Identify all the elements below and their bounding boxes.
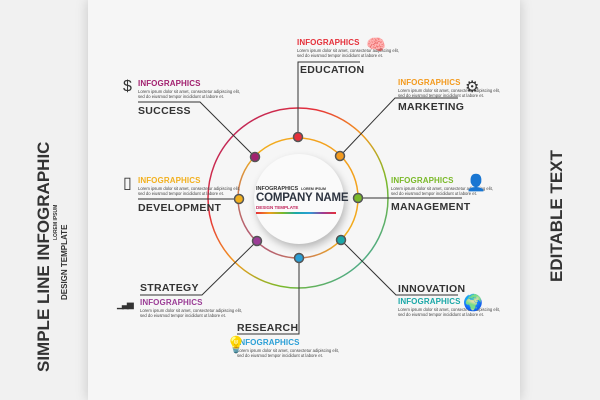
node-development <box>233 193 245 205</box>
node-marketing <box>334 150 346 162</box>
bar-chart-icon: ▁▃▅ <box>117 299 134 309</box>
text-block-education: INFOGRAPHICS Lorem ipsum dolor sit amet,… <box>297 38 427 58</box>
text-block-success: INFOGRAPHICS Lorem ipsum dolor sit amet,… <box>138 79 268 99</box>
heading-development: INFOGRAPHICS <box>138 176 201 185</box>
node-education <box>292 131 304 143</box>
side-subtitle: DESIGN TEMPLATE <box>60 224 69 300</box>
center-top-text: INFOGRAPHICS <box>256 186 299 192</box>
node-innovation <box>335 234 347 246</box>
center-circle <box>254 154 344 244</box>
phone-icon: ▯ <box>123 175 132 192</box>
heading-marketing: INFOGRAPHICS <box>398 78 461 87</box>
text-block-research: INFOGRAPHICS Lorem ipsum dolor sit amet,… <box>237 338 367 358</box>
side-lorem: LOREM IPSUM <box>53 204 59 240</box>
connector-marketing <box>339 97 458 157</box>
node-strategy <box>251 235 263 247</box>
gears-icon: ⚙ <box>465 79 480 96</box>
label-research: RESEARCH <box>237 322 299 334</box>
text-block-management: INFOGRAPHICS Lorem ipsum dolor sit amet,… <box>391 176 521 196</box>
text-block-development: INFOGRAPHICS Lorem ipsum dolor sit amet,… <box>138 176 268 196</box>
design-template: DESIGN TEMPLATE <box>256 205 299 210</box>
lorem-development: Lorem ipsum dolor sit amet, consectetur … <box>138 186 240 196</box>
label-development: DEVELOPMENT <box>138 202 222 214</box>
heading-research: INFOGRAPHICS <box>237 338 300 347</box>
heading-management: INFOGRAPHICS <box>391 176 454 185</box>
lorem-research: Lorem ipsum dolor sit amet, consectetur … <box>237 348 339 358</box>
editable-text: EDITABLE TEXT <box>547 150 566 282</box>
heading-education: INFOGRAPHICS <box>297 38 360 47</box>
text-block-marketing: INFOGRAPHICS Lorem ipsum dolor sit amet,… <box>398 78 528 98</box>
connector-research <box>237 258 300 335</box>
lorem-marketing: Lorem ipsum dolor sit amet, consectetur … <box>398 88 500 98</box>
label-success: SUCCESS <box>138 105 191 117</box>
lorem-strategy: Lorem ipsum dolor sit amet, consectetur … <box>140 308 242 318</box>
lorem-management: Lorem ipsum dolor sit amet, consectetur … <box>391 186 493 196</box>
person-icon: 👤 <box>466 175 486 192</box>
lorem-education: Lorem ipsum dolor sit amet, consectetur … <box>297 48 399 58</box>
brain-icon: 🧠 <box>366 37 386 54</box>
lorem-innovation: Lorem ipsum dolor sit amet, consectetur … <box>398 307 500 317</box>
text-block-innovation: INFOGRAPHICS Lorem ipsum dolor sit amet,… <box>398 297 528 317</box>
label-education: EDUCATION <box>300 64 365 76</box>
center-top-small: LOREM IPSUM <box>301 187 326 191</box>
node-management <box>352 192 364 204</box>
heading-success: INFOGRAPHICS <box>138 79 201 88</box>
heading-innovation: INFOGRAPHICS <box>398 297 461 306</box>
label-marketing: MARKETING <box>398 101 465 113</box>
lightbulb-icon: 💡 <box>226 337 246 354</box>
lorem-success: Lorem ipsum dolor sit amet, consectetur … <box>138 89 240 99</box>
company-name: COMPANY NAME <box>256 192 349 204</box>
label-management: MANAGEMENT <box>391 201 471 213</box>
text-block-strategy: INFOGRAPHICS Lorem ipsum dolor sit amet,… <box>140 298 270 318</box>
globe-icon: 🌍 <box>463 295 483 312</box>
connector-success <box>138 101 256 158</box>
node-success <box>249 151 261 163</box>
connector-innovation <box>340 239 458 296</box>
connector-strategy <box>140 240 258 296</box>
node-research <box>293 252 305 264</box>
heading-strategy: INFOGRAPHICS <box>140 298 203 307</box>
side-title: SIMPLE LINE INFOGRAPHIC <box>34 141 53 372</box>
label-innovation: INNOVATION <box>398 283 466 295</box>
connector-education <box>297 61 360 137</box>
label-strategy: STRATEGY <box>140 282 199 294</box>
color-bar <box>256 212 336 214</box>
dollar-icon: $ <box>123 78 132 95</box>
